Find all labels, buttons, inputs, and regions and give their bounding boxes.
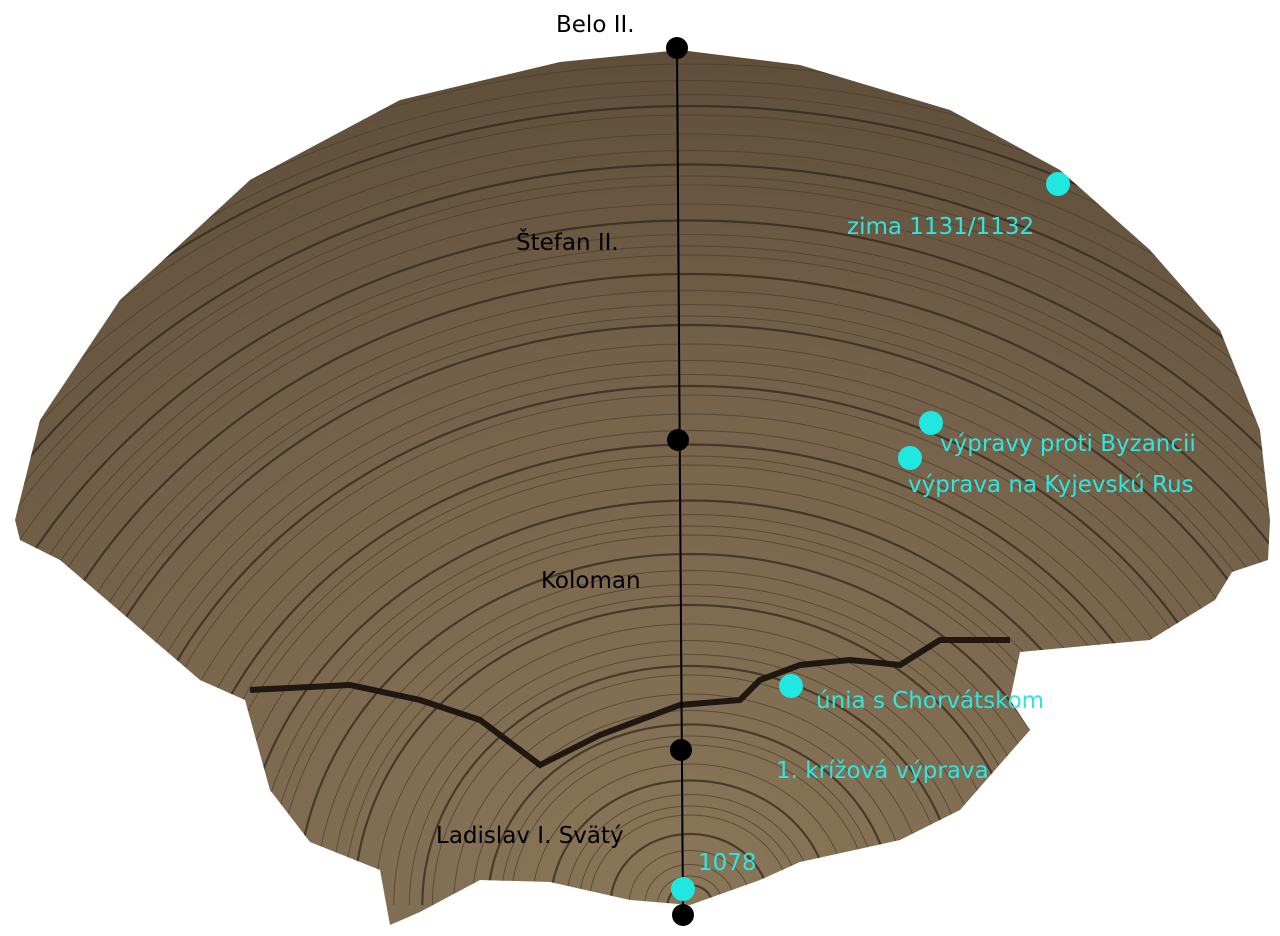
growth-ring (549, 779, 831, 905)
growth-ring (486, 723, 894, 906)
crack (249, 637, 1010, 769)
event-marker (779, 674, 803, 698)
growth-ring (628, 850, 752, 905)
growth-ring (343, 595, 1037, 906)
ruler-marker (672, 904, 694, 926)
growth-ring (393, 640, 987, 905)
growth-ring (578, 805, 802, 905)
growth-ring (330, 584, 1050, 906)
growth-ring (15, 114, 1270, 409)
ruler-marker (670, 739, 692, 761)
growth-ring (352, 603, 1028, 906)
growth-ring (500, 735, 880, 905)
growth-ring (421, 664, 959, 906)
growth-ring (15, 254, 1270, 694)
ruler-marker (667, 429, 689, 451)
ruler-label-belo-ii: Belo II. (556, 12, 635, 38)
growth-ring (471, 710, 909, 905)
growth-ring (15, 149, 1270, 462)
growth-ring (15, 175, 1270, 509)
growth-ring (531, 763, 849, 905)
event-marker (671, 877, 695, 901)
growth-ring (15, 163, 1270, 492)
ruler-label-ladislav: Ladislav I. Svätý (436, 823, 624, 849)
timeline-axis (676, 47, 684, 916)
growth-ring (314, 569, 1066, 905)
growth-ring (609, 832, 771, 905)
event-label-kievan-rus: výprava na Kyjevskú Rus (908, 472, 1194, 498)
ruler-label-stefan-ii: Štefan II. (516, 230, 619, 256)
growth-ring (408, 654, 972, 906)
growth-ring (657, 875, 723, 905)
growth-ring (15, 184, 1270, 524)
event-label-croatia: únia s Chorvátskom (816, 688, 1045, 714)
growth-ring (644, 864, 736, 905)
event-marker (919, 411, 943, 435)
event-label-byzantium: výpravy proti Byzancii (940, 431, 1196, 457)
event-label-crusade: 1. krížová výprava (776, 758, 989, 784)
growth-ring (15, 233, 1270, 633)
event-label-winter: zima 1131/1132 (847, 214, 1035, 240)
growth-ring (15, 133, 1270, 442)
growth-ring (15, 245, 1270, 670)
growth-ring (453, 693, 927, 905)
growth-ring (588, 814, 792, 905)
growth-ring (565, 794, 815, 906)
growth-ring (374, 623, 1006, 905)
growth-ring (15, 219, 1270, 606)
growth-ring (95, 373, 1270, 906)
event-marker (898, 446, 922, 470)
event-marker (1046, 172, 1070, 196)
growth-ring (15, 203, 1270, 566)
growth-ring (431, 674, 949, 905)
event-label-1078: 1078 (698, 850, 757, 876)
ruler-marker (666, 37, 688, 59)
ruler-label-koloman: Koloman (541, 568, 641, 594)
growth-ring (15, 272, 1270, 764)
